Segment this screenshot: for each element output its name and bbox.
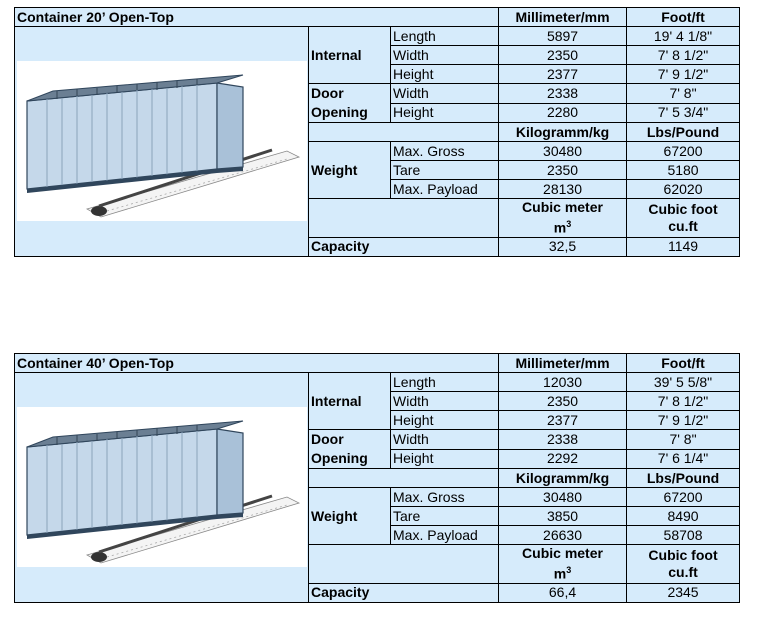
door-opening-label: Door Opening — [308, 83, 391, 123]
row-label: Width — [389, 45, 500, 65]
cell-value: 2280 — [498, 102, 628, 123]
row-label: Tare — [389, 506, 500, 526]
container-20-image — [17, 61, 307, 222]
row-label: Tare — [389, 160, 500, 180]
cell-value: 66,4 — [498, 582, 628, 603]
cell-value: 19' 4 1/8" — [626, 26, 741, 46]
row-label: Height — [389, 64, 500, 84]
weight-label: Weight — [308, 141, 391, 199]
table-title: Container 20’ Open-Top — [13, 7, 500, 27]
cell-value: 7' 8 1/2" — [626, 391, 741, 411]
cuft-line2: cu.ft — [668, 217, 698, 234]
m3-line1: Cubic meter — [522, 545, 603, 561]
container-image-cell — [14, 26, 309, 257]
col-header-lbs: Lbs/Pound — [626, 468, 741, 488]
cell-value: 2345 — [626, 582, 741, 603]
blank-cell — [307, 468, 500, 488]
cell-value: 2377 — [498, 410, 628, 430]
cell-value: 7' 8" — [626, 83, 741, 104]
door-label-line2: Opening — [311, 450, 368, 466]
col-header-ft: Foot/ft — [626, 7, 741, 27]
cell-value: 7' 9 1/2" — [626, 410, 741, 430]
door-label-line1: Door — [311, 85, 344, 101]
cell-value: 7' 5 3/4" — [626, 102, 741, 123]
m3-line1: Cubic meter — [522, 199, 603, 215]
table-title: Container 40’ Open-Top — [13, 353, 500, 373]
row-label: Length — [389, 26, 500, 46]
cell-value: 8490 — [626, 506, 741, 526]
cell-value: 7' 9 1/2" — [626, 64, 741, 84]
col-header-mm: Millimeter/mm — [498, 7, 628, 27]
cell-value: 26630 — [498, 525, 628, 545]
col-header-lbs: Lbs/Pound — [626, 122, 741, 142]
m3-sup: 3 — [566, 565, 572, 575]
row-label: Width — [389, 429, 500, 450]
row-label: Max. Payload — [389, 525, 500, 545]
internal-label: Internal — [308, 372, 391, 430]
row-label: Height — [389, 410, 500, 430]
col-header-ft: Foot/ft — [626, 353, 741, 373]
col-header-m3: Cubic meter m3 — [498, 544, 628, 584]
cell-value: 1149 — [626, 236, 741, 257]
row-label: Height — [389, 102, 500, 123]
cell-value: 30480 — [498, 141, 628, 161]
row-label: Width — [389, 83, 500, 104]
row-label: Max. Payload — [389, 179, 500, 199]
capacity-label: Capacity — [307, 236, 500, 257]
cell-value: 2338 — [498, 83, 628, 104]
row-label: Max. Gross — [389, 141, 500, 161]
capacity-label: Capacity — [307, 582, 500, 603]
blank-cell — [307, 198, 500, 238]
container-40-table: Container 40’ Open-Top Millimeter/mm Foo… — [13, 353, 741, 603]
col-header-kg: Kilogramm/kg — [498, 468, 628, 488]
cell-value: 2292 — [498, 448, 628, 469]
row-label: Height — [389, 448, 500, 469]
cuft-line2: cu.ft — [668, 563, 698, 580]
m3-line2: m — [553, 565, 567, 582]
cell-value: 7' 8 1/2" — [626, 45, 741, 65]
m3-sup: 3 — [566, 219, 572, 229]
row-label: Length — [389, 372, 500, 392]
col-header-m3: Cubic meter m3 — [498, 198, 628, 238]
cell-value: 32,5 — [498, 236, 628, 257]
row-label: Width — [389, 391, 500, 411]
container-20-table: Container 20’ Open-Top Millimeter/mm Foo… — [13, 7, 741, 257]
door-label-line1: Door — [311, 431, 344, 447]
cell-value: 12030 — [498, 372, 628, 392]
cell-value: 2350 — [498, 45, 628, 65]
col-header-kg: Kilogramm/kg — [498, 122, 628, 142]
col-header-cuft: Cubic foot cu.ft — [626, 544, 741, 584]
cell-value: 3850 — [498, 506, 628, 526]
weight-label: Weight — [308, 487, 391, 545]
cuft-line1: Cubic foot — [648, 200, 718, 217]
col-header-cuft: Cubic foot cu.ft — [626, 198, 741, 238]
cell-value: 5180 — [626, 160, 741, 180]
cell-value: 5897 — [498, 26, 628, 46]
cell-value: 58708 — [626, 525, 741, 545]
cell-value: 2377 — [498, 64, 628, 84]
container-image-cell — [14, 372, 309, 603]
cell-value: 2338 — [498, 429, 628, 450]
cell-value: 7' 6 1/4" — [626, 448, 741, 469]
cell-value: 28130 — [498, 179, 628, 199]
cell-value: 62020 — [626, 179, 741, 199]
internal-label: Internal — [308, 26, 391, 84]
col-header-mm: Millimeter/mm — [498, 353, 628, 373]
cell-value: 39' 5 5/8" — [626, 372, 741, 392]
container-40-image — [17, 407, 307, 568]
blank-cell — [307, 122, 500, 142]
door-opening-label: Door Opening — [308, 429, 391, 469]
cuft-line1: Cubic foot — [648, 546, 718, 563]
cell-value: 7' 8" — [626, 429, 741, 450]
cell-value: 67200 — [626, 141, 741, 161]
door-label-line2: Opening — [311, 104, 368, 120]
cell-value: 30480 — [498, 487, 628, 507]
blank-cell — [307, 544, 500, 584]
cell-value: 67200 — [626, 487, 741, 507]
row-label: Max. Gross — [389, 487, 500, 507]
cell-value: 2350 — [498, 160, 628, 180]
m3-line2: m — [553, 219, 567, 236]
cell-value: 2350 — [498, 391, 628, 411]
